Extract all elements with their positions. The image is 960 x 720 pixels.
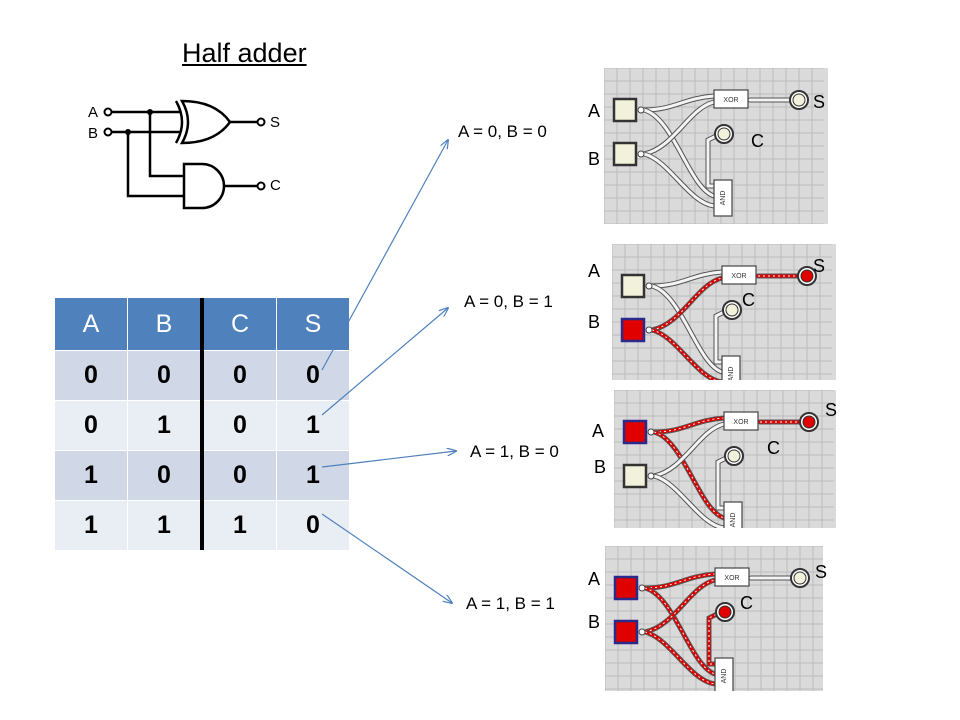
header-c: C xyxy=(202,298,277,351)
input-a-switch xyxy=(613,575,639,601)
and-gate xyxy=(721,355,741,380)
circuit-3-label-b: B xyxy=(594,457,607,477)
circuit-4-label-s: S xyxy=(815,562,828,582)
cell-s: 0 xyxy=(276,500,350,550)
input-b-port xyxy=(637,150,645,158)
cell-a: 0 xyxy=(55,400,128,451)
and-gate-label: AND xyxy=(730,513,737,528)
xor-gate-label: XOR xyxy=(723,97,738,104)
circuit-3-label-c: C xyxy=(767,438,780,458)
schematic-label-c: C xyxy=(270,177,281,194)
cell-s: 1 xyxy=(276,400,350,451)
and-gate-label: AND xyxy=(720,191,727,206)
circuit-4-label-a: A xyxy=(588,569,601,589)
circuit-3-label-s: S xyxy=(825,400,838,420)
circuit-2-label-a: A xyxy=(588,261,601,281)
truth-table-header: A B C S xyxy=(55,298,350,351)
input-a-port xyxy=(638,584,646,592)
cell-b: 1 xyxy=(127,400,204,451)
circuit-panel-3[interactable]: XOR AND xyxy=(614,390,836,528)
header-a: A xyxy=(55,298,128,351)
table-row: 1 0 0 1 xyxy=(55,450,350,501)
circuit-1-label-c: C xyxy=(751,131,764,151)
circuit-panel-2[interactable]: XOR AND xyxy=(612,244,836,380)
header-b: B xyxy=(127,298,204,351)
input-b-port xyxy=(645,326,653,334)
circuit-2-label-c: C xyxy=(742,290,755,310)
cell-a: 1 xyxy=(55,500,128,550)
circuit-1-label-b: B xyxy=(588,149,601,169)
circuit-3-label-a: A xyxy=(592,421,605,441)
case-label-4: A = 1, B = 1 xyxy=(466,594,555,613)
cell-c: 0 xyxy=(202,450,277,501)
circuit-4-label-c: C xyxy=(740,593,753,613)
cell-c: 1 xyxy=(202,500,277,550)
half-adder-schematic xyxy=(103,99,266,210)
cell-b: 1 xyxy=(127,500,204,550)
table-row: 1 1 1 0 xyxy=(55,500,350,550)
schematic-label-a: A xyxy=(88,104,99,121)
cell-b: 0 xyxy=(127,350,204,401)
table-row: 0 0 0 0 xyxy=(55,350,350,401)
case-label-3: A = 1, B = 0 xyxy=(470,442,559,461)
cell-s: 0 xyxy=(276,350,350,401)
schematic-label-s: S xyxy=(270,114,281,131)
cell-b: 0 xyxy=(127,450,204,501)
case-label-2: A = 0, B = 1 xyxy=(464,292,553,311)
circuit-2-label-b: B xyxy=(588,312,601,332)
truth-table: A B C S 0 0 0 0 0 1 0 1 1 0 0 1 1 1 1 0 xyxy=(55,298,350,550)
input-a-port xyxy=(647,428,655,436)
input-a-switch xyxy=(620,273,646,299)
xor-gate xyxy=(721,265,757,285)
input-a-switch xyxy=(622,419,648,445)
xor-gate xyxy=(723,411,759,431)
input-b-port xyxy=(647,472,655,480)
xor-gate xyxy=(714,567,750,587)
input-b-switch xyxy=(622,463,648,489)
xor-gate-label: XOR xyxy=(724,575,739,582)
circuit-panel-1[interactable]: XOR AND xyxy=(604,68,828,224)
xor-gate xyxy=(713,89,749,109)
input-b-switch xyxy=(613,619,639,645)
and-gate xyxy=(713,179,733,217)
cell-a: 1 xyxy=(55,450,128,501)
xor-gate-label: XOR xyxy=(731,273,746,280)
input-b-port xyxy=(638,628,646,636)
and-gate-label: AND xyxy=(721,669,728,684)
page-title: Half adder xyxy=(182,38,307,68)
and-gate xyxy=(714,657,734,691)
xor-gate-label: XOR xyxy=(733,419,748,426)
input-a-port xyxy=(637,106,645,114)
header-s: S xyxy=(276,298,350,351)
circuit-1-label-a: A xyxy=(588,101,601,121)
circuit-2-label-s: S xyxy=(813,256,826,276)
input-a-switch xyxy=(612,97,638,123)
input-b-switch xyxy=(612,141,638,167)
case-label-1: A = 0, B = 0 xyxy=(458,122,547,141)
circuit-1-label-s: S xyxy=(813,92,826,112)
cell-c: 0 xyxy=(202,350,277,401)
schematic-label-b: B xyxy=(88,125,99,142)
xor-gate-symbol xyxy=(174,100,184,144)
cell-a: 0 xyxy=(55,350,128,401)
cell-c: 0 xyxy=(202,400,277,451)
input-a-port xyxy=(645,282,653,290)
circuit-panel-4[interactable]: XOR AND xyxy=(605,546,823,691)
and-gate-label: AND xyxy=(728,367,735,380)
circuit-4-label-b: B xyxy=(588,612,601,632)
and-gate xyxy=(723,501,743,528)
cell-s: 1 xyxy=(276,450,350,501)
table-row: 0 1 0 1 xyxy=(55,400,350,451)
and-gate-symbol xyxy=(182,162,226,210)
input-b-switch xyxy=(620,317,646,343)
